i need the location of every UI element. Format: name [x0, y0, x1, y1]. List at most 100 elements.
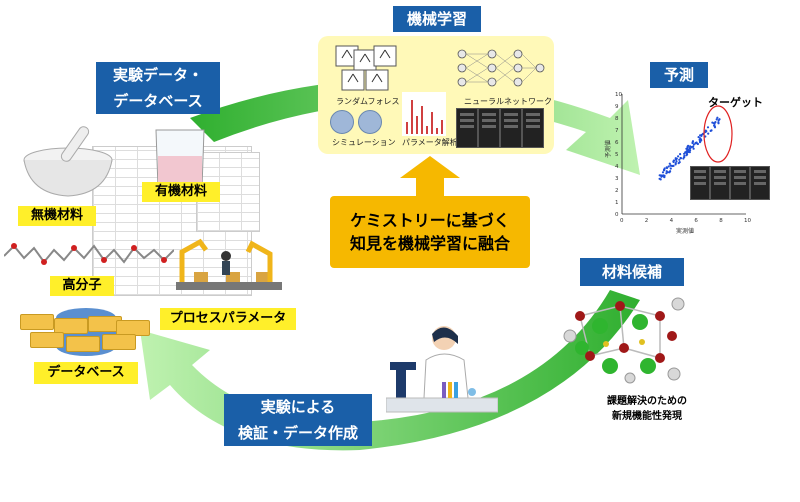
scatter-point: [674, 162, 677, 165]
scatter-point: [695, 141, 698, 144]
organic-label: 有機材料: [142, 182, 220, 202]
scatter-point: [665, 166, 668, 169]
materials-caption: 課題解決のための 新規機能性発現: [592, 392, 702, 422]
center-line2: 知見を機械学習に融合: [349, 234, 510, 253]
scatter-point: [709, 129, 712, 132]
scatter-point: [662, 169, 666, 172]
server-icon: [710, 166, 730, 200]
materials-title: 材料候補: [580, 258, 684, 286]
database-label: データベース: [34, 362, 138, 384]
random-forest-icon: [335, 45, 397, 91]
scatter-point: [672, 160, 675, 164]
y-tick-label: 6: [615, 140, 619, 146]
scatter-point: [713, 122, 716, 125]
scatter-point: [704, 129, 707, 132]
simulation-label: シミュレーション: [332, 138, 396, 147]
target-label: ターゲット: [708, 96, 763, 109]
x-tick-label: 6: [694, 218, 698, 224]
y-axis-label: 予測値: [604, 140, 612, 158]
y-tick-label: 4: [615, 164, 619, 170]
scatter-point: [667, 165, 670, 168]
scatter-point: [677, 155, 680, 158]
scatter-point: [666, 171, 669, 174]
scatter-point: [687, 144, 690, 147]
center-message: ケミストリーに基づく 知見を機械学習に融合: [330, 196, 530, 268]
scatter-point: [706, 126, 710, 129]
factory-line-icon: [176, 238, 282, 290]
x-tick-label: 4: [670, 218, 674, 224]
y-tick-label: 7: [615, 128, 619, 134]
materials-caption-line1: 課題解決のための: [607, 396, 687, 407]
y-tick-label: 1: [615, 200, 619, 206]
scatter-point: [690, 145, 693, 149]
scatter-point: [679, 153, 682, 156]
random-forest-label: ランダムフォレスト: [336, 97, 408, 106]
scatter-point: [716, 116, 719, 119]
verification-title: 実験による 検証・データ作成: [224, 394, 372, 446]
scatter-point: [700, 139, 703, 142]
scatter-point: [678, 158, 681, 161]
scatter-point: [678, 161, 681, 164]
beaker-icon: [155, 129, 205, 189]
scatter-point: [672, 164, 675, 167]
server-icon: [456, 108, 478, 148]
y-tick-label: 0: [615, 212, 619, 218]
ml-panel: ランダムフォレスト ニューラルネットワーク シミュレーション パラメータ解析: [318, 36, 554, 154]
database-folders-icon: [20, 306, 152, 362]
scatter-point: [717, 121, 720, 124]
scatter-point: [713, 126, 717, 129]
scatter-point: [659, 178, 662, 181]
scatter-point: [674, 157, 677, 160]
scatter-point: [682, 157, 685, 160]
scatter-point: [691, 140, 695, 143]
y-tick-label: 9: [615, 104, 619, 110]
up-arrow-icon: [400, 156, 460, 198]
mortar-pestle-icon: [23, 126, 113, 197]
scatter-point: [717, 119, 720, 122]
ml-title: 機械学習: [393, 6, 481, 32]
scatter-point: [675, 160, 678, 163]
experiment-db-line1: 実験データ・: [112, 66, 203, 84]
scatter-point: [660, 175, 663, 178]
scatter-point: [668, 171, 671, 174]
y-tick-label: 5: [615, 152, 619, 158]
target-ellipse: [703, 105, 733, 163]
scatter-point: [689, 147, 692, 150]
experiment-db-line2: データベース: [113, 92, 203, 110]
scatter-point: [715, 118, 718, 121]
x-axis-label: 実測値: [676, 227, 694, 235]
scatter-point: [663, 174, 666, 177]
server-icon: [522, 108, 544, 148]
scatter-point: [685, 154, 688, 157]
scatter-point: [697, 136, 700, 139]
verification-line1: 実験による: [260, 398, 336, 416]
polymer-chain-icon: [4, 243, 174, 265]
scatter-point: [689, 145, 692, 148]
neural-network-label: ニューラルネットワーク: [464, 97, 552, 106]
y-tick-label: 2: [615, 188, 619, 194]
scatter-point: [683, 152, 686, 155]
process-parameter-label: プロセスパラメータ: [160, 308, 296, 330]
verification-line2: 検証・データ作成: [237, 424, 358, 442]
prediction-title: 予測: [650, 62, 708, 88]
neural-network-icon: [457, 49, 545, 87]
crystal-structure-icon: [563, 297, 685, 384]
materials-caption-line2: 新規機能性発現: [612, 411, 682, 422]
scatter-point: [683, 154, 686, 158]
server-icon: [730, 166, 750, 200]
scatter-point: [663, 167, 666, 170]
scientist-icon: [386, 326, 498, 413]
param-analysis-label: パラメータ解析: [402, 138, 458, 147]
scatter-point: [661, 171, 665, 174]
simulation-icon-2: [358, 110, 382, 134]
x-tick-label: 10: [744, 218, 751, 224]
server-icon: [750, 166, 770, 200]
scatter-point: [688, 149, 691, 153]
y-tick-label: 10: [615, 92, 622, 98]
scatter-point: [686, 149, 689, 152]
scatter-point: [713, 124, 716, 127]
scatter-point: [699, 134, 702, 137]
scatter-point: [707, 132, 710, 135]
x-tick-label: 0: [620, 218, 624, 224]
